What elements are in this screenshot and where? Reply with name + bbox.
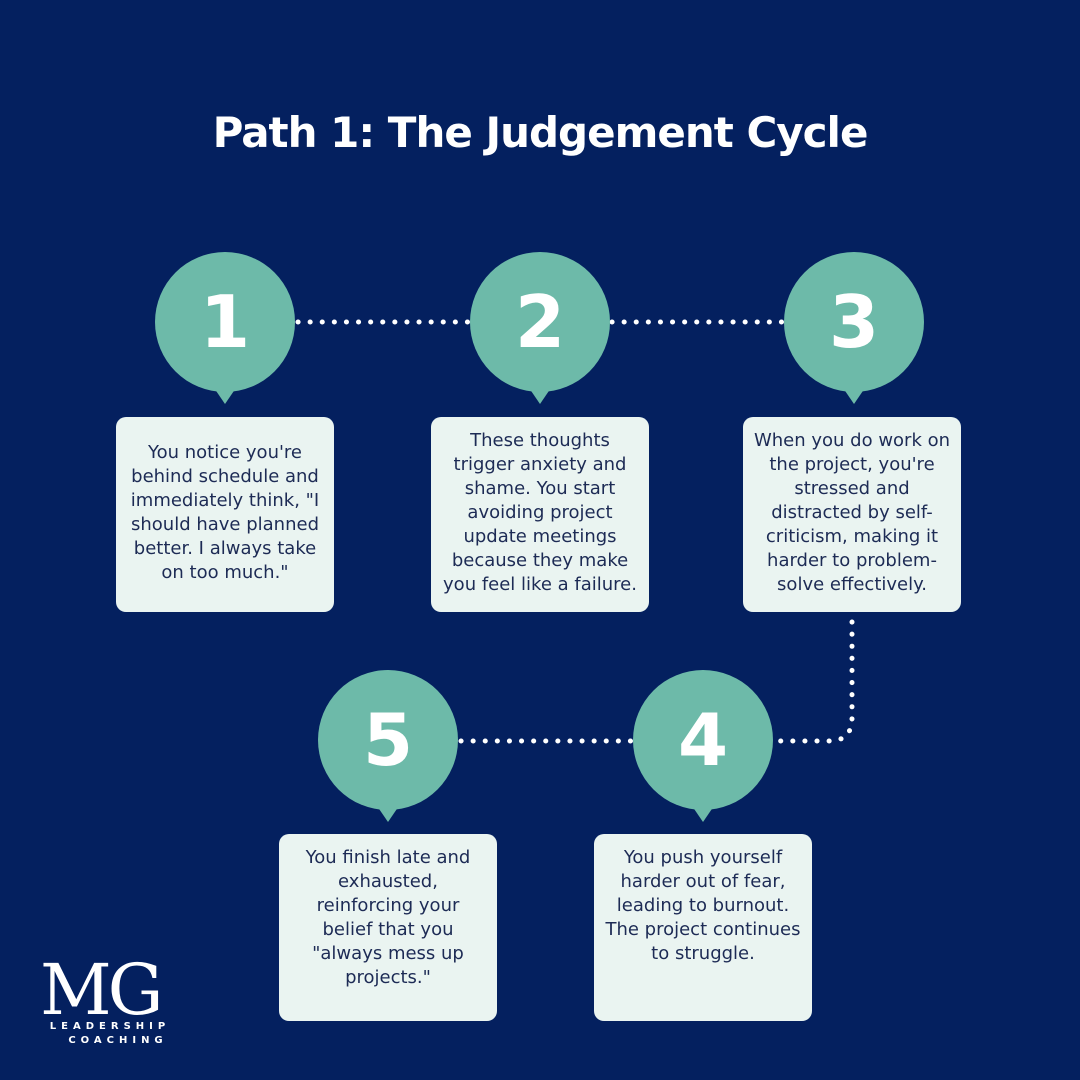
step-card-5: You finish late and exhausted, reinforci… <box>279 834 497 1021</box>
logo-line-1: LEADERSHIP <box>49 1021 171 1032</box>
step-marker-4: 4 <box>633 670 773 822</box>
step-number: 4 <box>677 698 729 782</box>
page-title: Path 1: The Judgement Cycle <box>212 108 869 157</box>
step-card-1: You notice you're behind schedule and im… <box>116 417 334 612</box>
step-marker-2: 2 <box>470 252 610 404</box>
step-text: These thoughts trigger anxiety and shame… <box>443 430 637 595</box>
step-card-3: When you do work on the project, you're … <box>743 417 961 612</box>
step-number: 2 <box>514 280 566 364</box>
logo-line-2: COACHING <box>68 1035 168 1046</box>
step-marker-1: 1 <box>155 252 295 404</box>
step-text: You push yourself harder out of fear, le… <box>605 847 801 964</box>
step-card-2: These thoughts trigger anxiety and shame… <box>431 417 649 612</box>
step-number: 3 <box>828 280 880 364</box>
step-text: When you do work on the project, you're … <box>753 430 951 595</box>
step-text: You notice you're behind schedule and im… <box>130 442 320 583</box>
step-number: 5 <box>362 698 414 782</box>
step-marker-5: 5 <box>318 670 458 822</box>
step-number: 1 <box>199 280 251 364</box>
logo-mark: MG <box>40 949 164 1031</box>
step-text: You finish late and exhausted, reinforci… <box>305 847 471 988</box>
brand-logo: MG LEADERSHIP COACHING <box>30 955 190 1050</box>
connector-3-4 <box>773 619 855 744</box>
step-marker-3: 3 <box>784 252 924 404</box>
step-card-4: You push yourself harder out of fear, le… <box>594 834 812 1021</box>
